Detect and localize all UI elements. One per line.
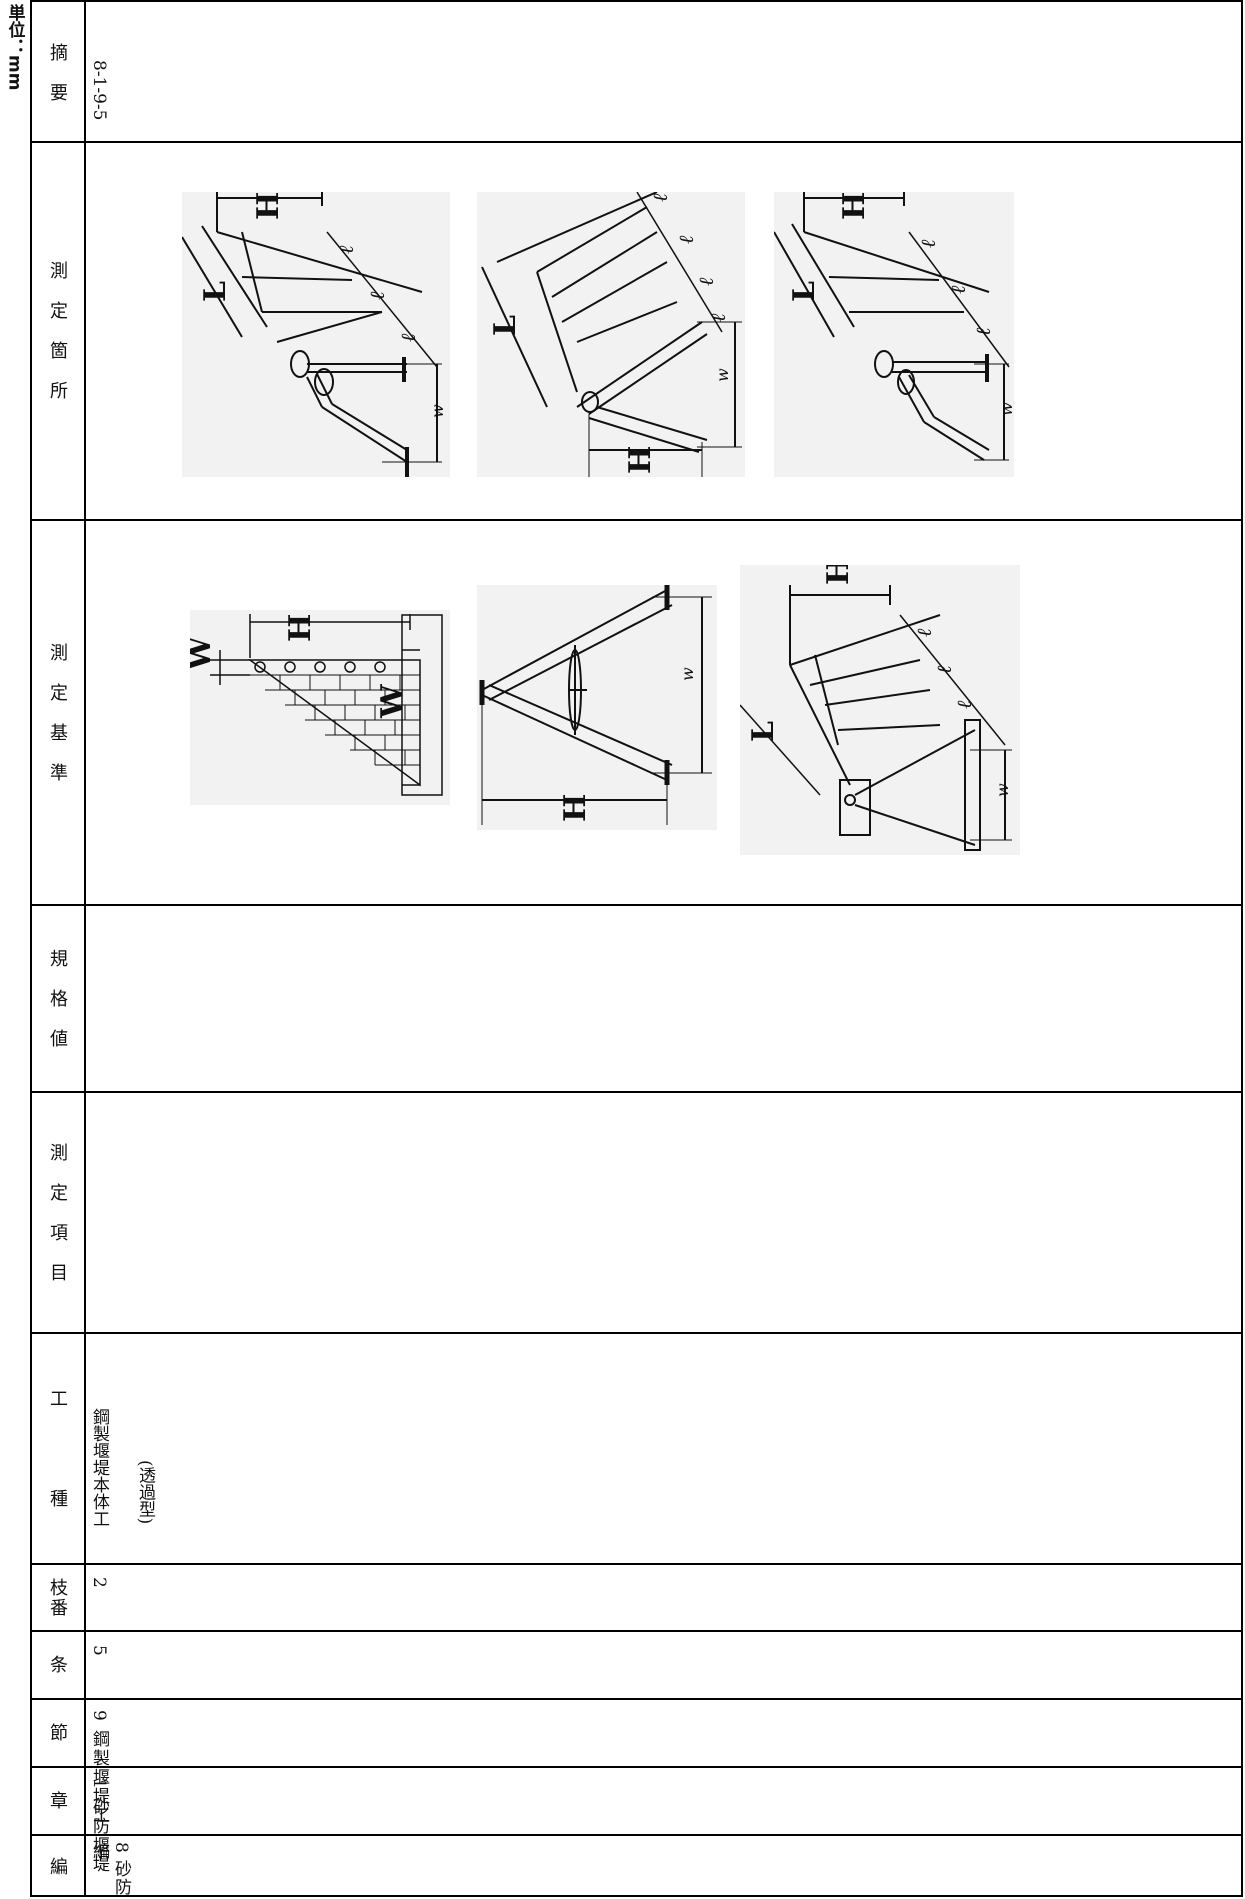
svg-text:L: L bbox=[746, 721, 781, 742]
row-divider bbox=[30, 141, 1243, 143]
svg-text:L: L bbox=[488, 315, 523, 336]
row-divider bbox=[30, 1091, 1243, 1093]
column-divider bbox=[84, 0, 86, 1897]
svg-text:w: w bbox=[993, 783, 1012, 797]
svg-text:ℓ: ℓ bbox=[365, 291, 389, 300]
measure-point-diagram-3: H L ℓ ℓ ℓ w bbox=[774, 192, 1014, 477]
row-divider bbox=[30, 1630, 1243, 1632]
unit-label: 単位：mm bbox=[4, 4, 25, 91]
svg-text:L: L bbox=[787, 281, 822, 302]
header-article: 条 bbox=[47, 1655, 68, 1675]
svg-text:ℓ: ℓ bbox=[706, 313, 730, 322]
branch-no-value: 2 bbox=[89, 1577, 109, 1588]
header-branch-no: 枝番 bbox=[47, 1577, 68, 1618]
svg-text:w: w bbox=[997, 402, 1014, 416]
row-divider bbox=[30, 1332, 1243, 1334]
header-volume: 編 bbox=[47, 1856, 68, 1877]
svg-text:ℓ: ℓ bbox=[674, 235, 698, 244]
svg-text:ℓ: ℓ bbox=[912, 628, 936, 637]
svg-text:H: H bbox=[821, 565, 856, 585]
work-type-value: 鋼製堰堤本体工 bbox=[89, 1408, 109, 1527]
svg-text:W: W bbox=[375, 683, 410, 719]
measure-standard-diagram-1: H W W bbox=[190, 610, 450, 805]
row-divider bbox=[30, 904, 1243, 906]
svg-text:H: H bbox=[837, 192, 872, 220]
header-spec-value: 規 格 値 bbox=[47, 948, 68, 1049]
measure-point-diagram-2: L H ℓ ℓ ℓ ℓ w bbox=[477, 192, 745, 477]
svg-text:ℓ: ℓ bbox=[971, 327, 995, 336]
svg-text:H: H bbox=[283, 614, 318, 642]
header-measure-item: 測 定 項 目 bbox=[47, 1142, 68, 1283]
measure-point-diagram-1: H L ℓ ℓ ℓ w bbox=[182, 192, 450, 477]
label-H: H bbox=[251, 192, 286, 220]
article-value: 5 bbox=[89, 1645, 109, 1656]
svg-text:ℓ: ℓ bbox=[334, 245, 358, 254]
row-divider bbox=[30, 1834, 1243, 1836]
svg-text:ℓ: ℓ bbox=[932, 665, 956, 674]
svg-text:w: w bbox=[713, 368, 732, 382]
svg-text:H: H bbox=[623, 446, 658, 474]
work-type-subvalue: (透過型) bbox=[135, 1460, 155, 1525]
svg-text:ℓ: ℓ bbox=[694, 277, 718, 286]
header-section: 節 bbox=[47, 1723, 68, 1743]
summary-value: 8-1-9-5 bbox=[89, 60, 109, 121]
row-divider bbox=[30, 519, 1243, 521]
svg-text:L: L bbox=[198, 281, 233, 302]
measure-standard-diagram-3: H L ℓ ℓ ℓ w bbox=[740, 565, 1020, 855]
svg-text:ℓ: ℓ bbox=[648, 193, 672, 202]
header-chapter: 章 bbox=[47, 1791, 68, 1811]
header-work-type: 工 種 bbox=[47, 1388, 68, 1509]
svg-text:ℓ: ℓ bbox=[946, 285, 970, 294]
svg-text:H: H bbox=[558, 794, 593, 822]
svg-text:ℓ: ℓ bbox=[952, 700, 976, 709]
svg-text:ℓ: ℓ bbox=[916, 239, 940, 248]
svg-text:w: w bbox=[428, 404, 447, 418]
svg-text:w: w bbox=[678, 667, 697, 681]
svg-text:W: W bbox=[190, 635, 218, 671]
header-summary: 摘 要 bbox=[47, 42, 68, 103]
row-divider bbox=[30, 1766, 1243, 1768]
measure-standard-diagram-2: H w bbox=[477, 585, 717, 830]
row-divider bbox=[30, 1698, 1243, 1700]
volume-value: 8 砂防編 bbox=[89, 1842, 131, 1897]
header-measure-point: 測 定 箇 所 bbox=[47, 261, 68, 401]
svg-text:ℓ: ℓ bbox=[396, 333, 420, 342]
inspection-table bbox=[30, 0, 1243, 1897]
header-measure-standard: 測 定 基 準 bbox=[47, 642, 68, 783]
row-divider bbox=[30, 1563, 1243, 1565]
chapter-value: 1 砂防堰堤 bbox=[89, 1778, 109, 1875]
section-value: 9 鋼製堰堤工 bbox=[89, 1710, 109, 1826]
